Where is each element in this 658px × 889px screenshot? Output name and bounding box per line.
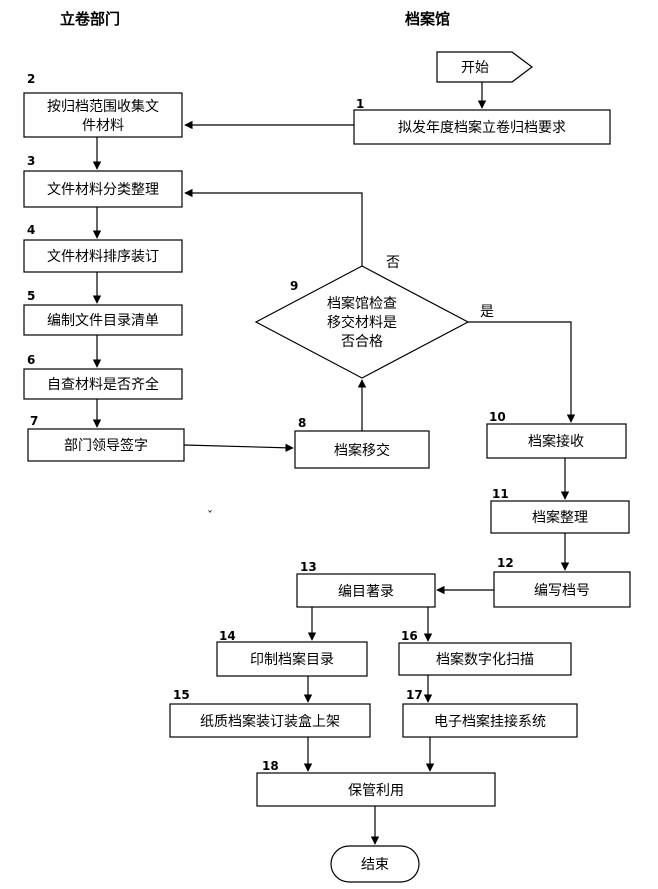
node-13: 13 编目著录 [296,560,436,608]
node-18: 18 保管利用 [256,759,496,807]
node-1-number: 1 [356,97,364,111]
node-16-number: 16 [401,629,418,643]
node-14: 14 印制档案目录 [216,629,368,677]
node-18-label: 保管利用 [348,783,404,799]
node-start-label: 开始 [461,60,489,76]
edge-9-no-to-3 [184,188,363,266]
node-6-label: 自查材料是否齐全 [47,376,159,393]
edge-label-no: 否 [386,255,400,271]
node-3-label: 文件材料分类整理 [47,182,159,198]
node-end: 结束 [330,845,420,883]
node-17: 17 电子档案挂接系统 [402,688,578,738]
connectors [92,82,576,845]
header-filing-department: 立卷部门 [60,10,120,28]
node-8-label: 档案移交 [334,442,390,459]
edge-7-to-8 [183,443,294,452]
node-9-label-line3: 否合格 [341,334,383,350]
node-3: 3 文件材料分类整理 [23,154,183,208]
node-1: 1 拟发年度档案立卷归档要求 [353,97,611,145]
node-17-label: 电子档案挂接系统 [434,713,546,730]
node-5-label: 编制文件目录清单 [47,313,159,329]
node-7-label: 部门领导签字 [64,437,148,454]
node-15-number: 15 [173,688,190,702]
node-10-label: 档案接收 [528,433,584,450]
node-8: 8 档案移交 [294,416,430,469]
node-12-label: 编写档号 [534,583,590,599]
node-start: 开始 [436,51,533,83]
node-7-number: 7 [30,414,38,428]
node-4-number: 4 [27,223,35,237]
node-15-label: 纸质档案装订装盒上架 [200,713,340,730]
node-11-label: 档案整理 [532,509,588,526]
node-7: 7 部门领导签字 [27,414,185,462]
node-15: 15 纸质档案装订装盒上架 [169,688,371,738]
node-6: 6 自查材料是否齐全 [23,353,183,400]
stray-mark: ˇ [207,509,213,523]
node-8-number: 8 [298,416,306,430]
node-14-number: 14 [219,629,236,643]
header-archives: 档案馆 [405,10,450,28]
node-4-label: 文件材料排序装订 [47,249,159,265]
node-end-label: 结束 [361,857,389,873]
node-9-decision: 9 档案馆检查 移交材料是 否合格 [254,265,470,379]
node-13-label: 编目著录 [338,584,394,600]
node-10: 10 档案接收 [486,410,627,459]
node-1-label: 拟发年度档案立卷归档要求 [398,119,566,136]
node-2-label-line2: 件材料 [82,118,124,134]
node-16-label: 档案数字化扫描 [436,651,534,668]
node-3-number: 3 [27,154,35,168]
node-9-number: 9 [290,279,298,293]
edge-label-yes: 是 [480,304,494,320]
node-4: 4 文件材料排序装订 [23,223,183,273]
node-17-number: 17 [406,688,423,702]
node-11-number: 11 [492,487,509,501]
node-9-label-line2: 移交材料是 [327,314,397,331]
node-16: 16 档案数字化扫描 [398,629,572,676]
node-11: 11 档案整理 [490,487,630,534]
node-5-number: 5 [27,289,35,303]
node-2-label-line1: 按归档范围收集文 [47,98,159,115]
node-6-number: 6 [27,353,35,367]
node-2-number: 2 [27,72,35,86]
node-2: 2 按归档范围收集文 件材料 [23,72,183,138]
node-14-label: 印制档案目录 [250,651,334,668]
node-13-number: 13 [300,560,317,574]
node-12: 12 编写档号 [493,556,631,608]
node-5: 5 编制文件目录清单 [23,289,183,336]
edge-9-yes-to-10 [468,321,576,423]
node-10-number: 10 [489,410,506,424]
node-9-label-line1: 档案馆检查 [327,295,397,312]
node-18-number: 18 [262,759,279,773]
node-12-number: 12 [497,556,514,570]
